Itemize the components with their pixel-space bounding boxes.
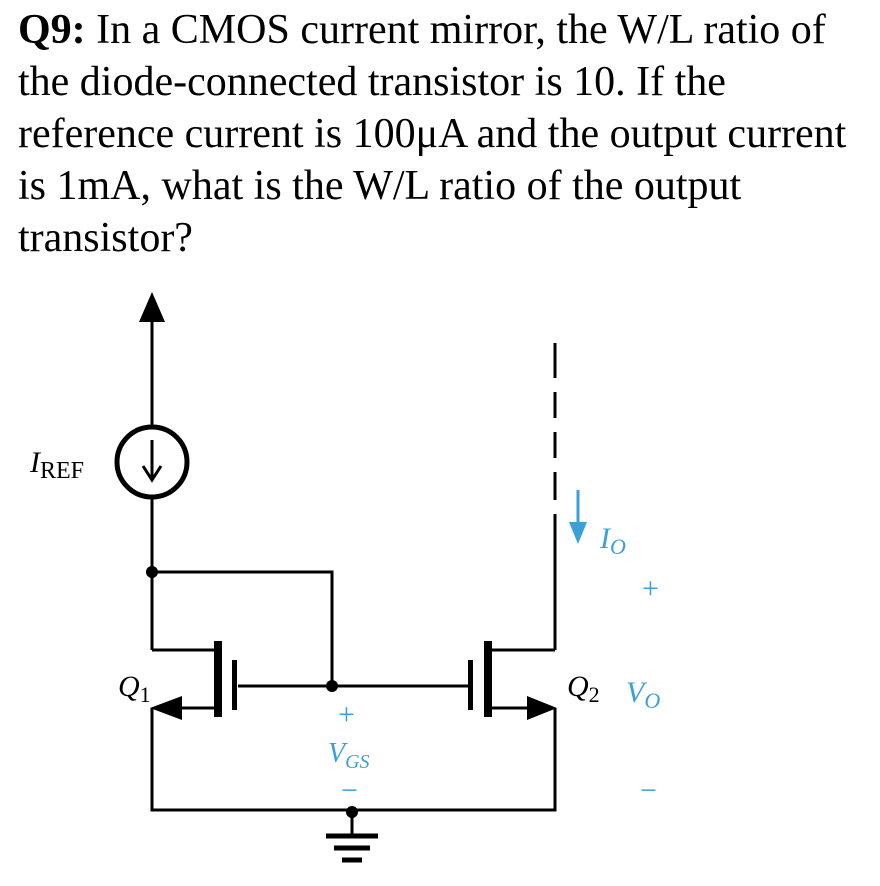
vo-minus-sign: − — [640, 774, 657, 807]
output-current-arrow-icon — [569, 490, 587, 544]
q1-source-arrow-icon — [150, 696, 182, 720]
diode-connection-wire — [152, 570, 334, 686]
q1-label: Q1 — [118, 670, 151, 707]
question-body: In a CMOS current mirror, the W/L ratio … — [18, 7, 847, 261]
down-arrow-icon — [141, 440, 163, 483]
ground-icon — [326, 833, 378, 863]
vgs-label: VGS — [328, 738, 370, 773]
q2-gate — [468, 660, 473, 710]
question-text: Q9: In a CMOS current mirror, the W/L ra… — [18, 4, 878, 264]
q1-gate — [232, 660, 237, 710]
q2-source-arrow-icon — [527, 696, 557, 720]
left-source-wire — [150, 708, 352, 812]
vo-label: VO — [626, 676, 660, 713]
iref-label: IREF — [29, 446, 84, 484]
vgs-minus-sign: − — [341, 774, 358, 807]
q1-channel — [214, 641, 222, 717]
vgs-plus-sign: + — [338, 698, 355, 731]
right-source-wire — [352, 708, 557, 812]
q2-label: Q2 — [567, 670, 600, 707]
q2-channel — [484, 641, 492, 717]
question-number: Q9: — [18, 7, 86, 53]
ground-node-dot — [346, 806, 358, 818]
io-label: IO — [599, 522, 626, 559]
node-dot — [146, 566, 158, 578]
supply-arrow-icon — [139, 292, 165, 322]
node-dot — [326, 680, 338, 692]
vo-plus-sign: + — [642, 572, 659, 605]
